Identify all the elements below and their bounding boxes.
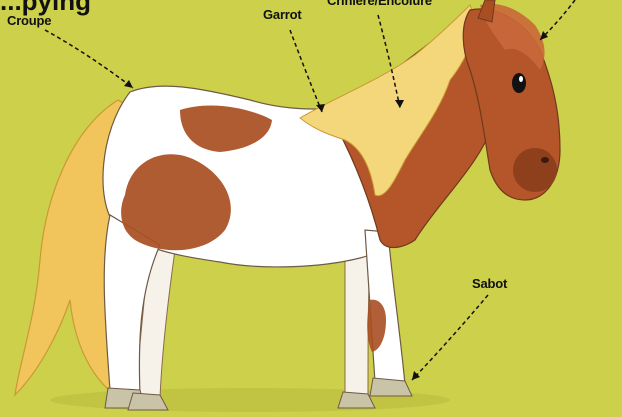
pony-eye bbox=[512, 73, 526, 93]
pony-nostril bbox=[541, 157, 549, 163]
arrowhead-croupe bbox=[124, 80, 133, 88]
pointer-garrot bbox=[290, 30, 322, 112]
pony-far-front-leg bbox=[345, 250, 370, 398]
hoof bbox=[370, 378, 412, 396]
pony-muzzle bbox=[513, 148, 557, 192]
label-garrot: Garrot bbox=[263, 7, 302, 22]
label-sabot: Sabot bbox=[472, 276, 507, 291]
pony-ear bbox=[478, 0, 495, 22]
label-criniere: Crinière/Encolure bbox=[327, 0, 432, 8]
arrowhead-sabot bbox=[412, 371, 420, 380]
label-croupe: Croupe bbox=[7, 13, 51, 28]
pointer-croupe bbox=[45, 30, 133, 88]
pointer-sabot bbox=[412, 295, 488, 380]
pony-eye-highlight bbox=[519, 76, 523, 82]
